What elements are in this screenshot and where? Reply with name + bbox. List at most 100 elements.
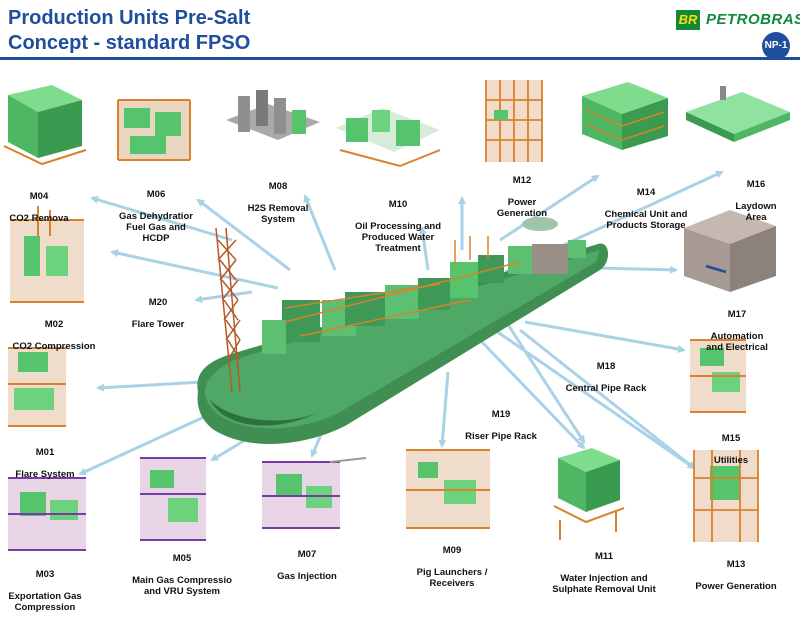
label-m14: M14 Chemical Unit and Products Storage xyxy=(590,176,702,242)
arrow-m08 xyxy=(303,194,337,271)
label-m04-code: M04 xyxy=(29,191,49,202)
np-1-badge: NP-1 xyxy=(762,32,790,60)
label-m16: M16 Laydown Area xyxy=(718,168,794,234)
label-m05: M05 Main Gas Compressio and VRU System xyxy=(118,542,246,608)
label-m02: M02 CO2 Compression xyxy=(4,308,104,363)
thumb-m02 xyxy=(10,206,84,303)
thumb-m01 xyxy=(8,347,66,427)
thumb-m16 xyxy=(686,86,790,142)
thumb-m08 xyxy=(226,90,320,140)
fpso-ship xyxy=(197,217,609,444)
thumb-m10 xyxy=(336,108,441,168)
petrobras-logo: BR PETROBRAS NP-1 xyxy=(676,6,800,60)
label-m15-code: M15 xyxy=(721,433,741,444)
label-m04: M04 CO2 Remova xyxy=(0,180,78,235)
arrow-m09 xyxy=(438,371,450,448)
flare-tower xyxy=(215,227,241,393)
fpso-diagram xyxy=(3,80,790,551)
label-m16-code: M16 xyxy=(746,179,766,190)
label-m12-code: M12 xyxy=(512,175,532,186)
label-m05-name: Main Gas Compressio and VRU System xyxy=(132,575,232,597)
arrow-m11 xyxy=(478,338,586,450)
label-m06-code: M06 xyxy=(146,189,166,200)
thumb-m05 xyxy=(140,457,206,541)
title-line-1: Production Units Pre-Salt xyxy=(8,7,251,29)
header-divider xyxy=(0,57,800,60)
br-logo-mark: BR xyxy=(676,10,700,30)
label-m04-name: CO2 Remova xyxy=(9,213,69,224)
label-m06-name: Gas Dehydratior Fuel Gas and HCDP xyxy=(119,211,193,244)
arrow-m15 xyxy=(503,319,586,444)
label-m11: M11 Water Injection and Sulphate Removal… xyxy=(536,540,672,606)
label-m09: M09 Pig Launchers / Receivers xyxy=(400,534,504,600)
label-m07-code: M07 xyxy=(297,549,317,560)
deck-modules xyxy=(262,240,586,354)
thumb-m09 xyxy=(406,449,490,529)
petrobras-wordmark: PETROBRAS xyxy=(706,11,800,28)
thumb-m14 xyxy=(582,82,668,150)
label-m17-code: M17 xyxy=(727,309,747,320)
label-m18: M18 Central Pipe Rack xyxy=(556,350,656,405)
label-m01-code: M01 xyxy=(35,447,55,458)
label-m10: M10 Oil Processing and Produced Water Tr… xyxy=(346,188,450,265)
label-m17-name: Automation and Electrical xyxy=(706,331,768,353)
arrow-m06 xyxy=(196,198,291,272)
thumb-m04 xyxy=(3,85,87,166)
thumb-m06 xyxy=(117,99,191,161)
label-m08: M08 H2S Removal System xyxy=(232,170,324,236)
label-m01: M01 Flare System xyxy=(6,436,84,491)
label-m14-name: Chemical Unit and Products Storage xyxy=(604,209,688,231)
thumb-m15 xyxy=(690,339,746,413)
arrow-m10 xyxy=(418,226,430,271)
label-m13-code: M13 xyxy=(726,559,746,570)
thumb-m17 xyxy=(684,210,776,292)
helideck xyxy=(522,217,558,231)
arrow-m04 xyxy=(90,195,233,242)
arrow-m13 xyxy=(519,328,696,470)
arrow-m17 xyxy=(599,265,678,274)
hull-highlight xyxy=(210,400,320,426)
thumb-m12 xyxy=(485,80,543,162)
label-m07-name: Gas Injection xyxy=(277,571,337,582)
arrow-m14 xyxy=(499,174,600,242)
label-m18-code: M18 xyxy=(596,361,616,372)
label-m19-name: Riser Pipe Rack xyxy=(465,431,537,442)
label-m14-code: M14 xyxy=(636,187,656,198)
label-m01-name: Flare System xyxy=(15,469,75,480)
label-m02-code: M02 xyxy=(44,319,64,330)
label-m08-name: H2S Removal System xyxy=(247,203,309,225)
label-m03-code: M03 xyxy=(35,569,55,580)
label-m10-code: M10 xyxy=(388,199,408,210)
arrow-m20 xyxy=(194,290,253,304)
deck-piping xyxy=(284,236,521,337)
label-m12-name: Power Generation xyxy=(496,197,548,219)
ship-deck xyxy=(204,250,600,429)
thumb-m03 xyxy=(8,477,86,551)
label-m02-name: CO2 Compression xyxy=(12,341,96,352)
label-m20-name: Flare Tower xyxy=(131,319,185,330)
label-m16-name: Laydown Area xyxy=(735,201,777,223)
label-m19: M19 Riser Pipe Rack xyxy=(456,398,546,453)
label-m17: M17 Automation and Electrical xyxy=(696,298,778,364)
label-m10-name: Oil Processing and Produced Water Treatm… xyxy=(354,221,442,254)
label-m15: M15 Utilities xyxy=(692,422,770,477)
label-m15-name: Utilities xyxy=(713,455,749,466)
label-m19-code: M19 xyxy=(491,409,511,420)
label-m13-name: Power Generation xyxy=(695,581,777,592)
label-m11-code: M11 xyxy=(595,551,613,562)
thumb-m13 xyxy=(693,450,759,542)
module-thumbnails xyxy=(3,80,790,551)
title-line-2: Concept - standard FPSO xyxy=(8,32,251,54)
arrow-m19 xyxy=(485,322,696,470)
arrow-m18 xyxy=(524,320,686,353)
page-title: Production Units Pre-Salt Concept - stan… xyxy=(8,6,250,56)
label-m18-name: Central Pipe Rack xyxy=(565,383,647,394)
label-m09-code: M09 xyxy=(442,545,462,556)
thumb-m07 xyxy=(262,457,367,529)
label-m09-name: Pig Launchers / Receivers xyxy=(416,567,488,589)
label-m06: M06 Gas Dehydratior Fuel Gas and HCDP xyxy=(108,178,204,255)
label-m12: M12 Power Generation xyxy=(484,164,560,230)
label-m08-code: M08 xyxy=(268,181,288,192)
label-m20: M20 Flare Tower xyxy=(126,286,190,341)
arrow-m02 xyxy=(110,249,279,290)
